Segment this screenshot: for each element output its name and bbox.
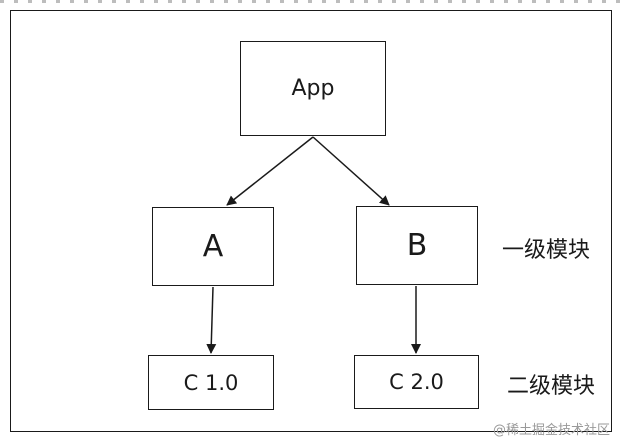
node-c2-label: C 2.0 bbox=[389, 370, 444, 394]
level-label-second: 二级模块 bbox=[507, 374, 596, 399]
level-label-first: 一级模块 bbox=[502, 238, 591, 263]
node-c2: C 2.0 bbox=[354, 355, 479, 409]
watermark: @稀土掘金技术社区 bbox=[492, 423, 610, 438]
node-c1-label: C 1.0 bbox=[183, 370, 239, 395]
node-a: A bbox=[152, 207, 274, 286]
node-a-label: A bbox=[202, 229, 224, 264]
node-b: B bbox=[356, 206, 478, 285]
node-app-label: App bbox=[291, 76, 335, 101]
node-app: App bbox=[240, 41, 386, 136]
top-dashed-strip bbox=[0, 0, 624, 3]
node-c1: C 1.0 bbox=[148, 355, 274, 410]
node-b-label: B bbox=[406, 228, 428, 263]
